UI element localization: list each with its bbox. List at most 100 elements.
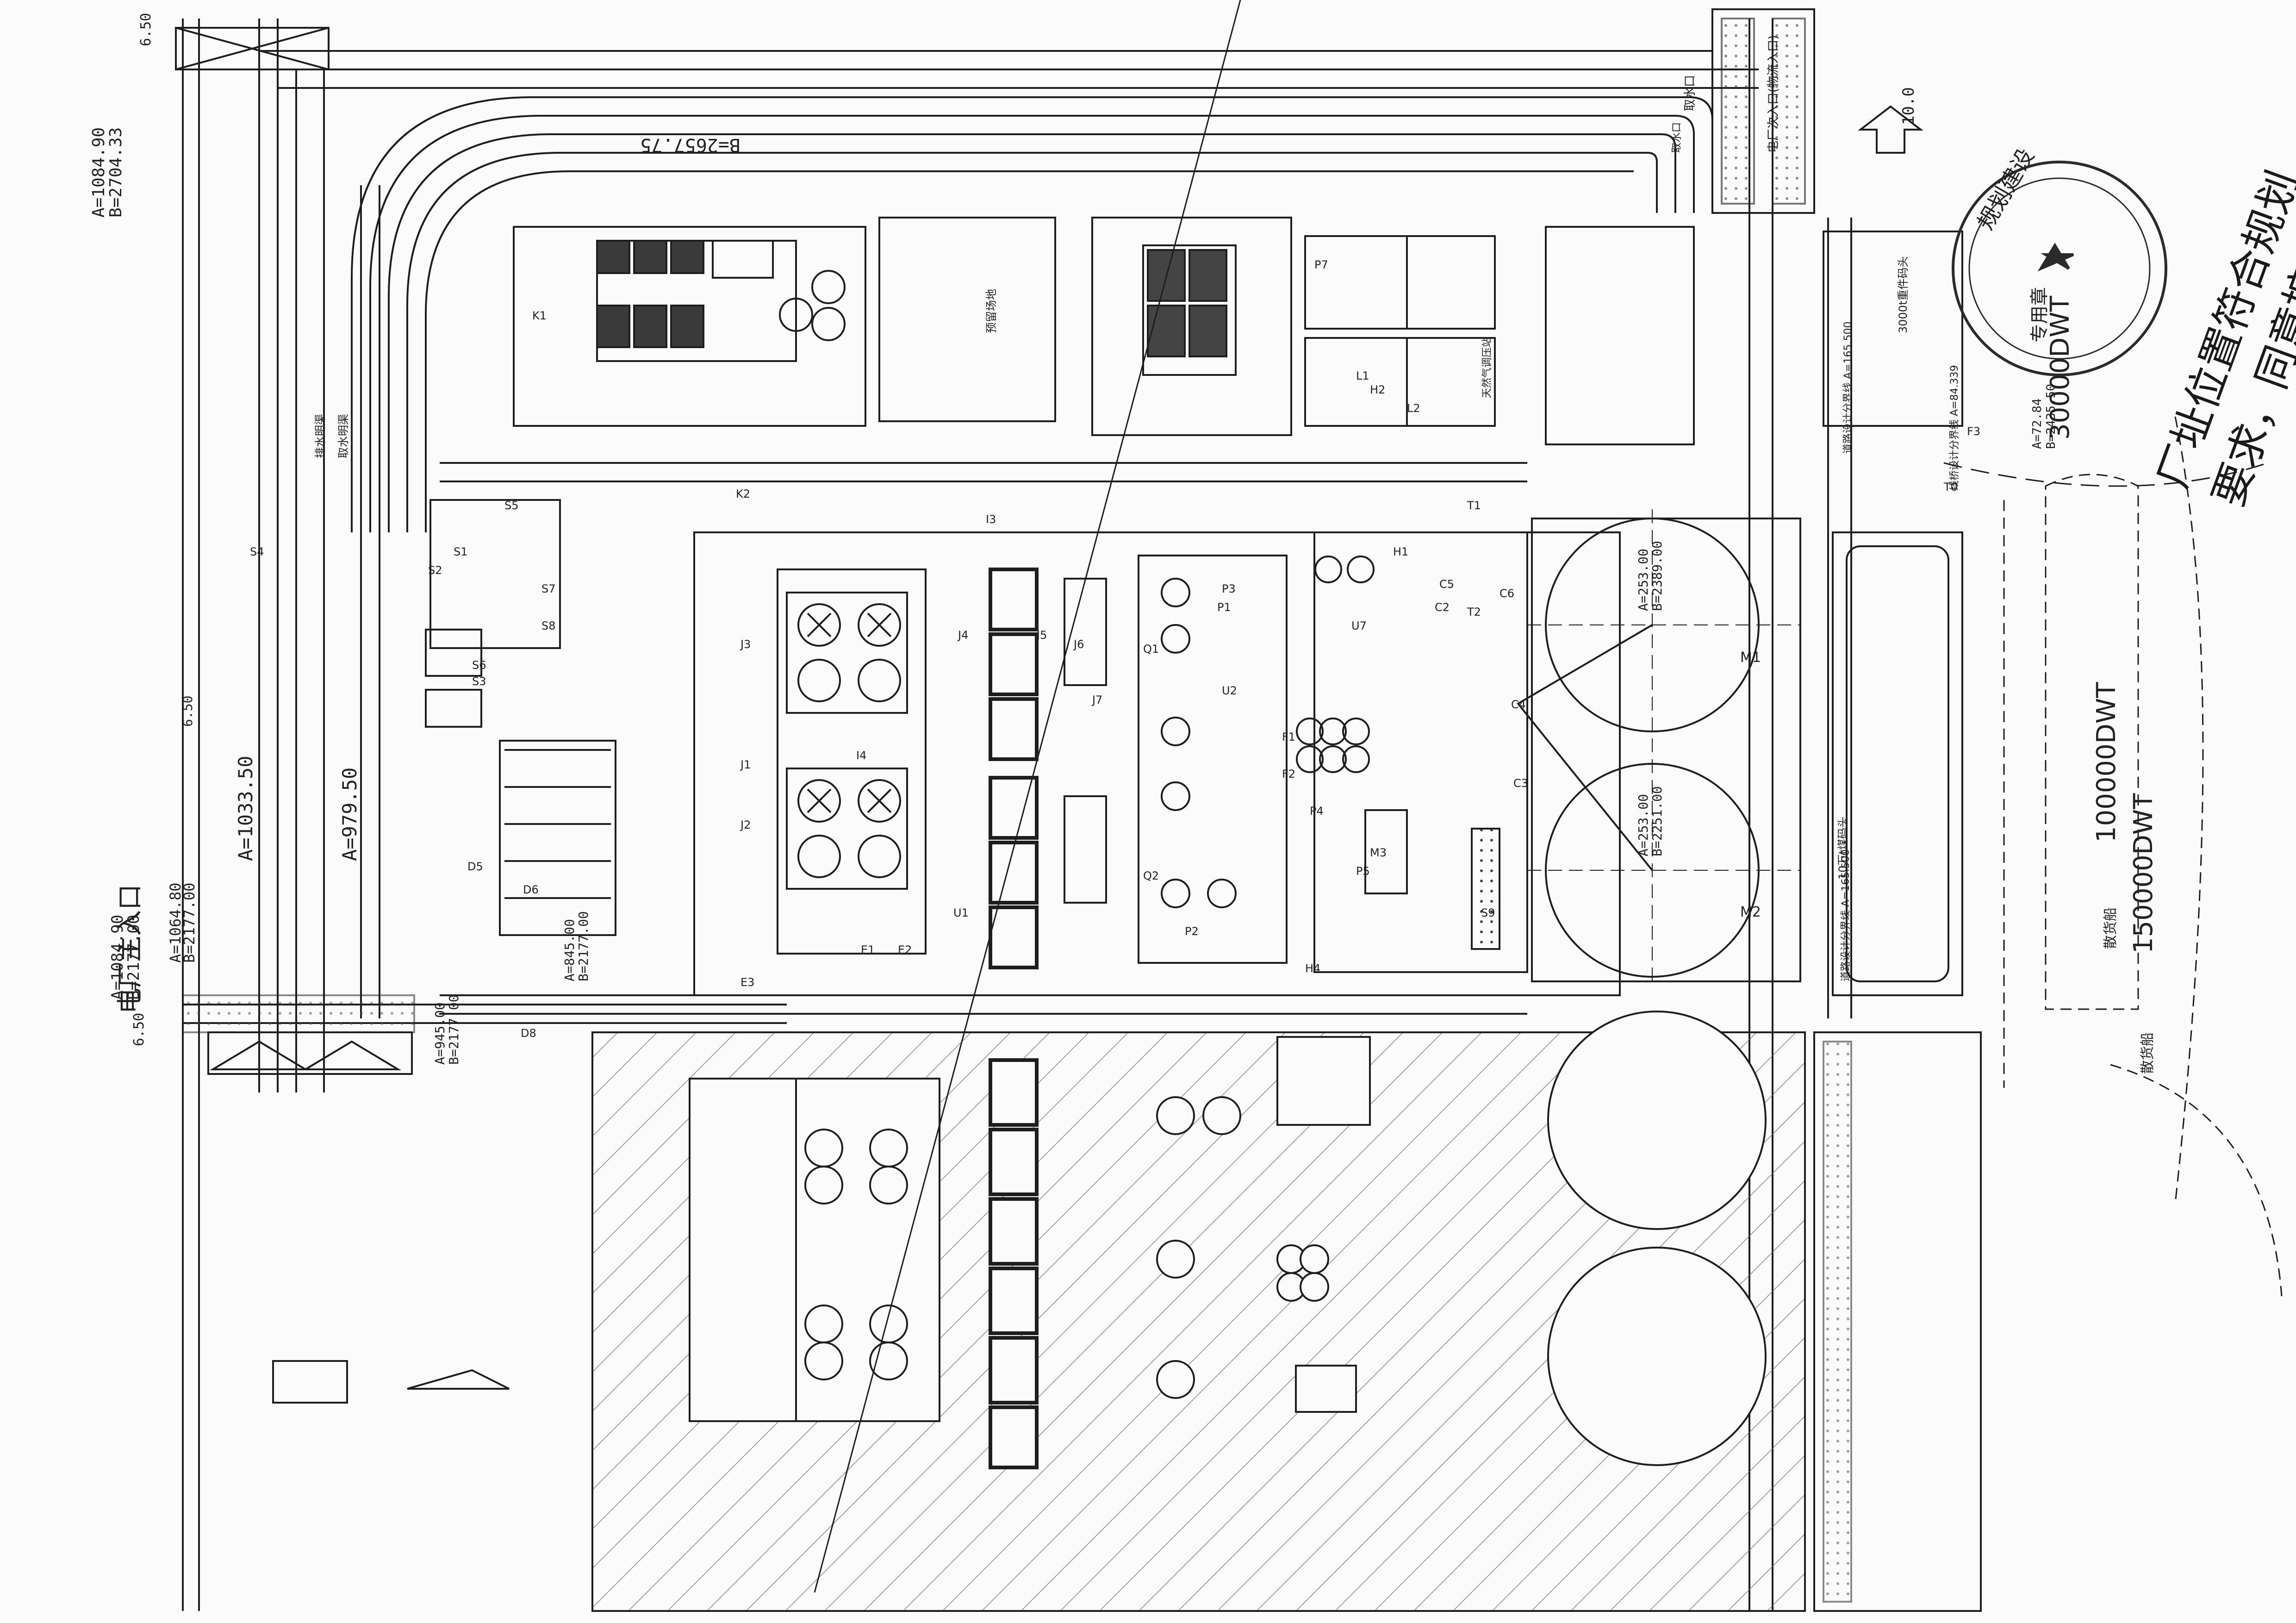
gate3-a: A=845.00 (562, 919, 577, 981)
power-island (425, 499, 1621, 996)
zone-label: P5 (1356, 865, 1370, 878)
zone-label: S4 (250, 545, 264, 558)
nw-coord-a: A=1084.90 (89, 127, 108, 218)
elevation-nw: 6.50 (138, 13, 154, 46)
note-boundary-2: 道路设计分界线 A=165.500 (1840, 849, 1852, 981)
zone-label: P7 (1314, 258, 1328, 271)
zone-label: S1 (454, 545, 468, 558)
road-coord-a2: A=979.50 (338, 768, 361, 861)
berth-100000: 100000DWT (2091, 682, 2122, 843)
note-gas-station: 天然气调压站 (1481, 337, 1493, 398)
stamp-ring-text: 规划建设 (1972, 144, 2040, 234)
gate-coord-a: A=1084.90 (108, 915, 127, 1000)
zone-label: J2 (740, 818, 751, 831)
zone-label: P3 (1222, 582, 1236, 595)
gate-inner-b: B=2177.00 (180, 883, 198, 963)
zone-label: M1 (1740, 649, 1761, 666)
secondary-entrance-label: 电厂次入口(物流入口) (1767, 35, 1780, 153)
text-layer: 电厂主入口 电厂次入口(物流入口) 取水口 A=1084.90 B=2704.3… (89, 13, 2296, 1074)
zone-label: U7 (1351, 619, 1367, 632)
note-jetty-10w: 10万t煤码头 (1836, 817, 1849, 880)
berth-30000: 30000DWT (2045, 295, 2075, 440)
gate2-a: A=945.00 (432, 1002, 448, 1065)
gate-inner-a: A=1064.80 (167, 883, 184, 963)
cooling-fan-icon (797, 603, 901, 878)
note-boundary-1: 道路设计分界线 A=165.500 (1842, 322, 1854, 454)
note-boundary-3: 线桥设计分界线 A=84.339 (1949, 365, 1960, 491)
gate2-b: B=2177.00 (446, 994, 461, 1065)
zone-label: H2 (1370, 383, 1385, 396)
zone-label: Q1 (1143, 643, 1159, 655)
gate3-b: B=2177.00 (576, 911, 591, 981)
note-reserved-yard: 预留场地 (985, 289, 998, 333)
road-coord-a1: A=1033.50 (234, 755, 257, 861)
zone-label: I4 (856, 749, 866, 762)
zone-label: T2 (1467, 606, 1481, 618)
main-gate (182, 994, 415, 1075)
tank2-a: A=253.00 (1636, 794, 1651, 856)
main-entrance-label: 电厂主入口 (115, 884, 145, 1014)
berth-area (1943, 416, 2283, 1297)
zone-label: J6 (1073, 638, 1084, 651)
approval-stamp-icon (1952, 161, 2167, 376)
nw-coord-b: B=2704.33 (106, 127, 125, 218)
zone-label: S3 (472, 675, 486, 688)
stamp-center: 专用章 (2029, 287, 2050, 343)
zone-label: S9 (1481, 906, 1495, 919)
reserved-expansion-area (272, 1011, 1982, 1612)
zone-label: I3 (986, 513, 996, 526)
zone-label: C2 (1435, 601, 1450, 614)
note-drain-channel: 排水明渠 (314, 414, 327, 458)
zone-label: D5 (467, 860, 483, 873)
zone-label: E3 (740, 976, 754, 989)
note-jetty-3000: 3000t重件码头 (1897, 256, 1910, 334)
zone-label: Q2 (1143, 869, 1159, 882)
zone-label: F1 (1282, 730, 1295, 743)
zone-label: E2 (898, 943, 912, 956)
zone-label: S8 (541, 619, 556, 632)
berth-150000-word: 散货船 (2140, 1032, 2156, 1074)
zone-label: J7 (1091, 693, 1102, 706)
north-facility-block (513, 217, 1963, 445)
zone-label: M2 (1740, 904, 1761, 920)
zone-label: J4 (957, 629, 968, 642)
tank1-a: A=253.00 (1636, 549, 1651, 611)
zone-label: F3 (1967, 425, 1980, 438)
berth-150000: 150000DWT (2128, 793, 2159, 954)
tank2-b: B=2251.00 (1649, 786, 1665, 856)
intake-label: 取水口 (1683, 75, 1697, 111)
zone-label: H4 (1305, 962, 1320, 975)
note-intake-channel: 取水明渠 (337, 414, 350, 458)
zone-label: J3 (740, 638, 751, 651)
zone-label: J1 (740, 758, 751, 771)
zone-label: P1 (1217, 601, 1231, 614)
right-edge-b: B=2435.50 (2044, 384, 2058, 449)
zone-label: K1 (532, 309, 547, 322)
zone-label: D6 (523, 883, 539, 896)
zone-label: H1 (1393, 545, 1408, 558)
road-coord-b: B=2657.75 (640, 134, 740, 156)
tank1-b: B=2389.00 (1649, 541, 1665, 611)
zone-label: C4 (1511, 698, 1526, 711)
zone-label: L1 (1356, 369, 1369, 382)
zone-label: P2 (1185, 925, 1199, 938)
tank-farm (1516, 509, 1963, 996)
north-gate (175, 8, 1815, 214)
north-arrow-icon (1858, 105, 1923, 154)
note-row: 取水口 (1671, 122, 1683, 153)
zone-label: D8 (521, 1027, 536, 1040)
zone-label: T0 (1943, 481, 1958, 493)
zone-label: S7 (541, 582, 556, 595)
zone-label: U2 (1222, 684, 1237, 697)
zone-label: E1 (861, 943, 875, 956)
zone-label: P4 (1310, 805, 1324, 818)
zone-label: J5 (1036, 629, 1047, 642)
gate-coord-b: B=2177.00 (124, 915, 143, 1000)
zone-label: S6 (472, 659, 486, 672)
zone-label: C5 (1439, 578, 1454, 591)
berth-100000-word: 散货船 (2103, 907, 2119, 949)
elevation-gate: 6.50 (131, 1013, 147, 1046)
zone-label: C3 (1513, 777, 1528, 790)
zone-label: U1 (953, 906, 969, 919)
